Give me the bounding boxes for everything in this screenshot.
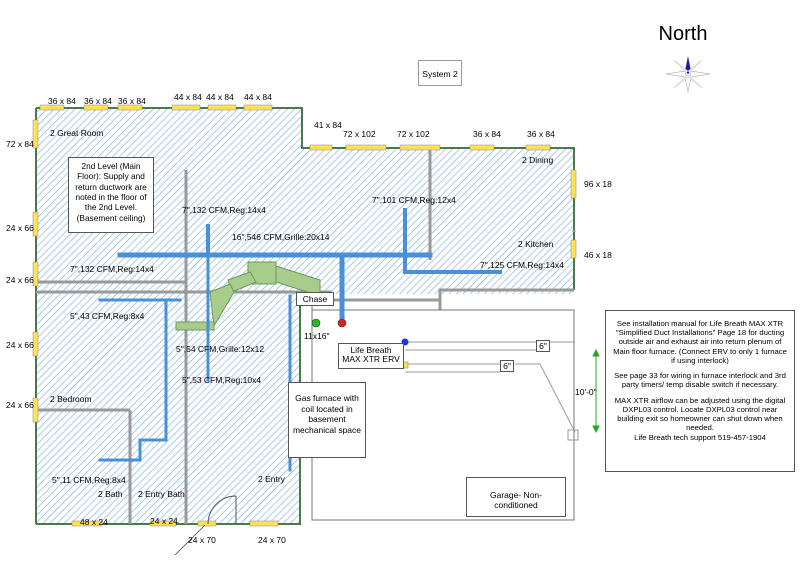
- duct-label-2: 7",101 CFM,Reg:12x4: [372, 195, 456, 205]
- dim-top-mid-2: 44 x 84: [206, 92, 234, 102]
- floor-hatch: [36, 108, 574, 524]
- dim-top-left-3: 36 x 84: [118, 96, 146, 106]
- chase-size-label: 11x16": [304, 331, 330, 341]
- span-dimension: [592, 348, 600, 434]
- windows: [32, 104, 577, 527]
- dim-dining-1: 41 x 84: [314, 120, 342, 130]
- dim-right-1: 96 x 18: [584, 179, 612, 189]
- dim-left-3: 24 x 66: [6, 275, 34, 285]
- dim-bottom-4: 24 x 70: [258, 535, 286, 545]
- room-entry-bath: 2 Entry Bath: [138, 489, 185, 499]
- duct-label-7: 5",54 CFM,Grille:12x12: [176, 344, 264, 354]
- room-great-room: 2 Great Room: [50, 128, 103, 138]
- level-note: 2nd Level (Main Floor): Supply and retur…: [68, 157, 154, 233]
- room-bath: 2 Bath: [98, 489, 123, 499]
- compass-icon: [665, 56, 711, 93]
- install-note-1: See installation manual for Life Breath …: [613, 319, 787, 365]
- pipe-size-box-2: 6": [500, 360, 514, 372]
- install-notes: See installation manual for Life Breath …: [605, 310, 795, 472]
- duct-label-5: 7",125 CFM,Reg:14x4: [480, 260, 564, 270]
- chase-box: Chase: [296, 292, 334, 306]
- install-note-4: Life Breath tech support 519-457-1904: [634, 432, 766, 442]
- north-label: North: [659, 23, 708, 45]
- dim-top-mid-3: 44 x 84: [244, 92, 272, 102]
- furnace-note: Gas furnace with coil located in basemen…: [288, 382, 366, 458]
- dim-left-5: 24 x 66: [6, 400, 34, 410]
- garage-box: Garage- Non-conditioned: [466, 477, 566, 517]
- install-note-2: See page 33 for wiring in furnace interl…: [614, 371, 786, 390]
- dim-top-mid-1: 44 x 84: [174, 92, 202, 102]
- dim-bottom-2: 24 x 24: [150, 516, 178, 526]
- dim-bottom-3: 24 x 70: [188, 535, 216, 545]
- pipe-size-label-2: 6": [503, 361, 511, 371]
- dim-dining-2: 72 x 102: [343, 129, 376, 139]
- system-label-text: System 2: [422, 69, 458, 79]
- install-note-3: MAX XTR airflow can be adjusted using th…: [614, 395, 786, 433]
- dim-top-left-1: 36 x 84: [48, 96, 76, 106]
- dim-left-2: 24 x 66: [6, 223, 34, 233]
- room-bedroom: 2 Bedroom: [50, 394, 92, 404]
- duct-label-1: 7",132 CFM,Reg:14x4: [182, 205, 266, 215]
- pipe-size-box-1: 6": [536, 340, 550, 352]
- dim-left-4: 24 x 66: [6, 340, 34, 350]
- chase-label: Chase: [302, 294, 328, 304]
- duct-label-9: 5",11 CFM,Reg:8x4: [52, 475, 126, 485]
- duct-label-8: 5",53 CFM,Reg:10x4: [182, 375, 261, 385]
- dim-top-left-2: 36 x 84: [84, 96, 112, 106]
- system-label: System 2: [418, 60, 462, 86]
- interior-walls: [36, 148, 576, 524]
- erv-ducts: [405, 341, 579, 441]
- dim-bottom-1: 48 x 24: [80, 517, 108, 527]
- dim-dining-3: 72 x 102: [397, 129, 430, 139]
- leader-lines: [174, 524, 206, 556]
- room-dining: 2 Dining: [522, 155, 553, 165]
- room-entry: 2 Entry: [258, 474, 286, 484]
- entry-door: [207, 495, 237, 525]
- pipe-size-label-1: 6": [539, 341, 547, 351]
- erv-box: Life Breath MAX XTR ERV: [338, 343, 404, 369]
- dim-left-1: 72 x 84: [6, 139, 34, 149]
- duct-label-6: 5",43 CFM,Reg:8x4: [70, 311, 145, 321]
- dim-dining-4: 36 x 84: [473, 129, 501, 139]
- chase-markers: [311, 318, 347, 328]
- supply-duct: [98, 208, 502, 472]
- erv-label: Life Breath MAX XTR ERV: [342, 345, 400, 365]
- level-note-text: 2nd Level (Main Floor): Supply and retur…: [75, 161, 147, 223]
- garage-label: Garage- Non-conditioned: [490, 490, 542, 511]
- span-label: 10'-0": [575, 387, 597, 397]
- dim-right-2: 46 x 18: [584, 250, 612, 260]
- dim-dining-5: 36 x 84: [527, 129, 555, 139]
- duct-label-4: 7",132 CFM,Reg:14x4: [70, 264, 154, 274]
- duct-label-3: 16",546 CFM,Grille:20x14: [232, 232, 330, 242]
- furnace-note-text: Gas furnace with coil located in basemen…: [292, 393, 362, 435]
- room-kitchen: 2 Kitchen: [518, 239, 554, 249]
